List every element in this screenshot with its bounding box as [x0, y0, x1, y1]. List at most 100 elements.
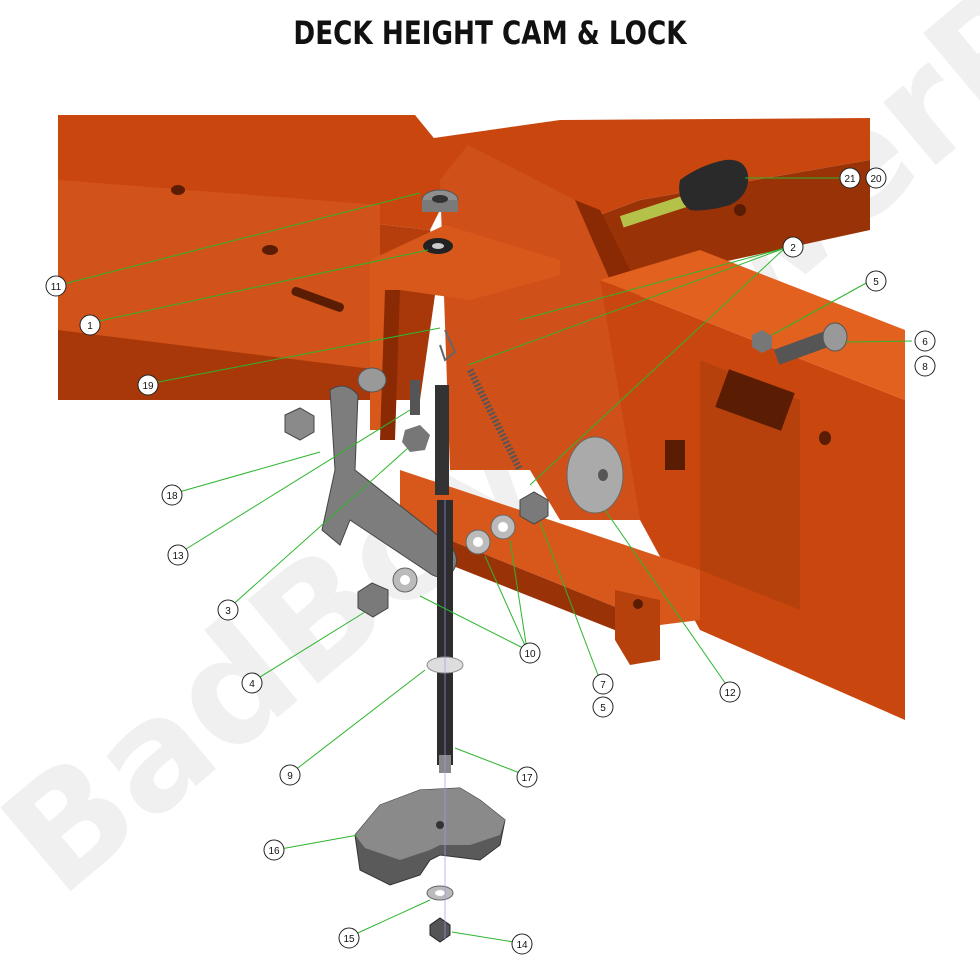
callout-3: 3: [217, 599, 239, 621]
callout-20: 20: [865, 167, 887, 189]
part-cam-plate-hole: [436, 821, 444, 829]
callout-label: 15: [343, 934, 355, 945]
callout-label: 10: [524, 649, 536, 660]
callout-11: 11: [45, 275, 67, 297]
callout-label: 14: [516, 940, 528, 951]
frame-hole: [633, 599, 643, 609]
frame-lower-bracket-shade: [400, 520, 660, 640]
part-spring: [466, 368, 524, 472]
leader-7: [539, 521, 602, 684]
leader-3: [227, 447, 409, 610]
part-handle-rod: [619, 194, 691, 228]
frame-cutout: [715, 369, 795, 431]
callout-label: 9: [287, 771, 293, 782]
frame-hole: [171, 185, 185, 195]
callout-4: 4: [241, 672, 263, 694]
frame-foot: [615, 590, 660, 665]
callout-1: 1: [79, 314, 101, 336]
callout-label: 1: [87, 321, 93, 332]
callout-8: 8: [914, 355, 936, 377]
mower-frame: [58, 115, 905, 720]
leader-lines: [55, 177, 913, 944]
callout-label: 12: [724, 688, 736, 699]
leader-19: [147, 327, 441, 385]
callout-label: 3: [225, 606, 231, 617]
callout-7: 7: [592, 673, 614, 695]
part-large-washer: [566, 436, 624, 514]
callout-19: 19: [137, 374, 159, 396]
leader-10b: [484, 555, 528, 651]
part-bolt-shank: [773, 330, 832, 365]
callout-label: 17: [521, 773, 533, 784]
part-stud: [435, 385, 449, 495]
leader-2a: [519, 247, 786, 321]
callout-label: 7: [600, 680, 606, 691]
callout-14: 14: [511, 933, 533, 955]
frame-hole: [819, 431, 831, 445]
callout-6: 6: [914, 330, 936, 352]
callout-label: 21: [844, 174, 856, 185]
callout-5-bottom: 5: [592, 696, 614, 718]
frame-upper-bracket: [370, 225, 560, 430]
part-nut-lower: [357, 582, 389, 618]
part-nut-bottom: [429, 917, 451, 943]
callout-18: 18: [161, 484, 183, 506]
callout-label: 19: [142, 381, 154, 392]
leader-2c: [529, 247, 786, 486]
callout-15: 15: [338, 927, 360, 949]
callout-markers: 11 1 21 20 2 5 6 8 19 18 13 3 4 10 7 5 1…: [45, 167, 936, 955]
leader-17: [454, 747, 526, 776]
part-nut: [402, 425, 430, 452]
callout-21: 21: [839, 167, 861, 189]
leader-4: [251, 611, 366, 683]
frame-hole: [734, 204, 746, 216]
part-flange-nut: [284, 407, 315, 441]
frame-main-beam-top: [600, 250, 905, 400]
part-stud-short: [410, 380, 420, 415]
leader-16: [274, 834, 359, 851]
part-washer-top-hole: [432, 243, 444, 249]
part-bolt-head: [822, 322, 848, 352]
page-title: DECK HEIGHT CAM & LOCK: [293, 14, 687, 52]
callout-12: 12: [719, 681, 741, 703]
leader-10a: [419, 595, 528, 651]
frame-upper-bracket-shade: [380, 290, 400, 440]
leader-12: [604, 509, 731, 691]
part-handle-grip: [679, 159, 749, 211]
leader-6: [844, 340, 913, 343]
part-washer-bottom-hole: [435, 890, 445, 896]
part-flange-nut-right: [752, 330, 772, 353]
leader-11: [55, 192, 421, 287]
parts-assembly: [284, 159, 848, 943]
callout-16: 16: [263, 839, 285, 861]
leader-9: [289, 669, 426, 775]
callout-label: 4: [249, 679, 255, 690]
leader-2b: [467, 247, 786, 366]
callout-label: 20: [870, 174, 882, 185]
part-large-washer-hole: [598, 469, 608, 481]
leader-10c: [509, 539, 528, 651]
part-spring-upper-hook: [439, 329, 457, 362]
leader-14: [451, 931, 521, 944]
callout-label: 5: [873, 277, 879, 288]
part-nut-mid: [519, 491, 549, 525]
callout-10: 10: [519, 642, 541, 664]
callout-9: 9: [279, 764, 301, 786]
part-cam-plate-top: [355, 788, 505, 860]
part-cam-lever: [321, 385, 457, 578]
part-washer-hole: [400, 575, 410, 585]
callout-label: 8: [922, 362, 928, 373]
frame-tab-hole: [262, 245, 278, 255]
leader-13: [177, 409, 411, 555]
callout-5-top: 5: [865, 270, 887, 292]
leader-1: [89, 249, 429, 324]
part-shaft-collar-body: [422, 200, 458, 212]
part-spacer: [357, 367, 387, 393]
callout-label: 18: [166, 491, 178, 502]
callout-label: 2: [790, 243, 796, 254]
callout-2: 2: [782, 236, 804, 258]
callout-label: 5: [600, 703, 606, 714]
leader-18: [171, 451, 321, 495]
